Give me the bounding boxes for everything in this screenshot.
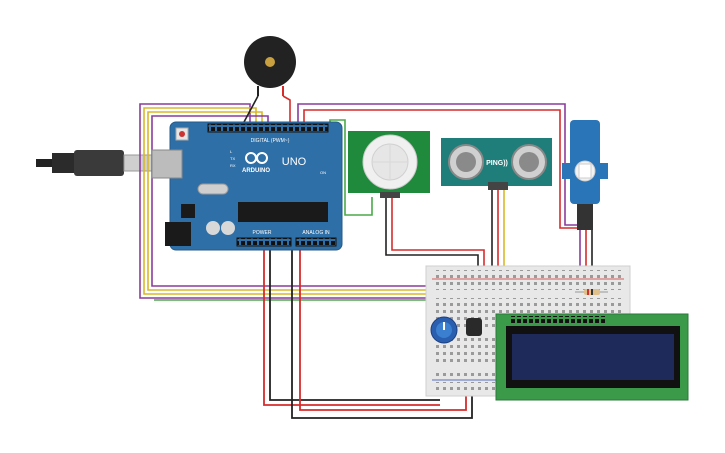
- pin-l-label: L: [230, 149, 233, 154]
- temperature-sensor[interactable]: [466, 318, 482, 336]
- usb-cable: [36, 150, 153, 176]
- pin-on-label: ON: [320, 170, 326, 175]
- lcd-display[interactable]: [495, 313, 689, 401]
- analog-label: ANALOG IN: [302, 230, 330, 236]
- arduino-model-text: UNO: [282, 156, 307, 168]
- lcd-screen: [512, 334, 674, 380]
- digital-header: [207, 123, 329, 133]
- atmega-chip: [238, 202, 328, 222]
- ultrasonic-sensor[interactable]: PING)): [441, 138, 552, 190]
- digital-label: DIGITAL (PWM~): [251, 138, 290, 144]
- analog-header: [295, 237, 337, 247]
- servo-motor[interactable]: [562, 120, 608, 230]
- power-label: POWER: [253, 230, 272, 236]
- potentiometer[interactable]: [430, 316, 458, 344]
- ultrasonic-name: PING)): [486, 160, 508, 167]
- pir-sensor[interactable]: [348, 131, 430, 198]
- pin-rx-label: RX: [230, 163, 236, 168]
- arduino-uno[interactable]: DIGITAL (PWM~) ARDUINO UNO TX RX L ON PO…: [151, 121, 343, 251]
- power-jack: [165, 222, 191, 246]
- usb-port: [151, 149, 183, 179]
- power-header: [236, 237, 292, 247]
- arduino-logo-text: ARDUINO: [242, 168, 270, 174]
- arduino-infinity-icon: [245, 152, 268, 164]
- piezo-buzzer[interactable]: [244, 36, 296, 96]
- resistor: [575, 289, 608, 295]
- pin-tx-label: TX: [230, 156, 235, 161]
